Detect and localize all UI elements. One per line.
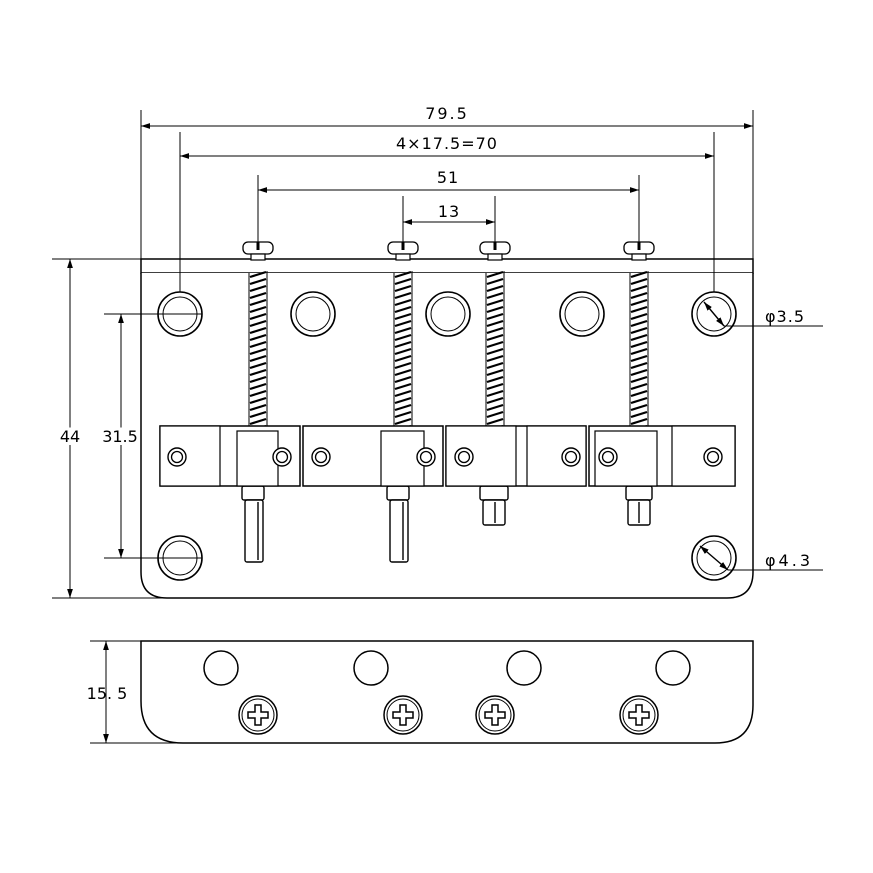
side-hole-1 [203, 650, 239, 686]
dim-small-hole: φ3.5 [765, 307, 805, 326]
dim-mount-spacing: 4×17.5=70 [396, 134, 498, 153]
dim-outer-saddles: 51 [437, 168, 459, 187]
string-holes [290, 291, 605, 337]
dim-inner-saddles: 13 [438, 202, 460, 221]
screw-head-3 [478, 240, 512, 262]
screw-head-4 [622, 240, 656, 262]
phillips-screw-3 [475, 695, 515, 735]
dim-side-height: 15. 5 [87, 684, 128, 703]
side-hole-2 [353, 650, 389, 686]
dim-overall-width: 79.5 [425, 104, 469, 123]
dimension-labels: 79.5 4×17.5=70 51 13 44 31.5 φ3.5 φ4.3 1… [57, 104, 813, 703]
side-hole-3 [506, 650, 542, 686]
screw-head-2 [386, 240, 420, 262]
side-hole-4 [655, 650, 691, 686]
side-view-plate [140, 640, 754, 744]
height-screws [241, 485, 653, 563]
dimension-lines [52, 110, 823, 744]
phillips-screw-4 [619, 695, 659, 735]
intonation-screw-heads [241, 240, 656, 262]
dim-height: 44 [60, 427, 80, 446]
dim-large-hole: φ4.3 [765, 551, 813, 570]
phillips-screw-1 [238, 695, 278, 735]
saddles [159, 425, 736, 487]
screw-head-1 [241, 240, 275, 262]
dim-mount-height: 31.5 [102, 427, 138, 446]
phillips-screw-2 [383, 695, 423, 735]
